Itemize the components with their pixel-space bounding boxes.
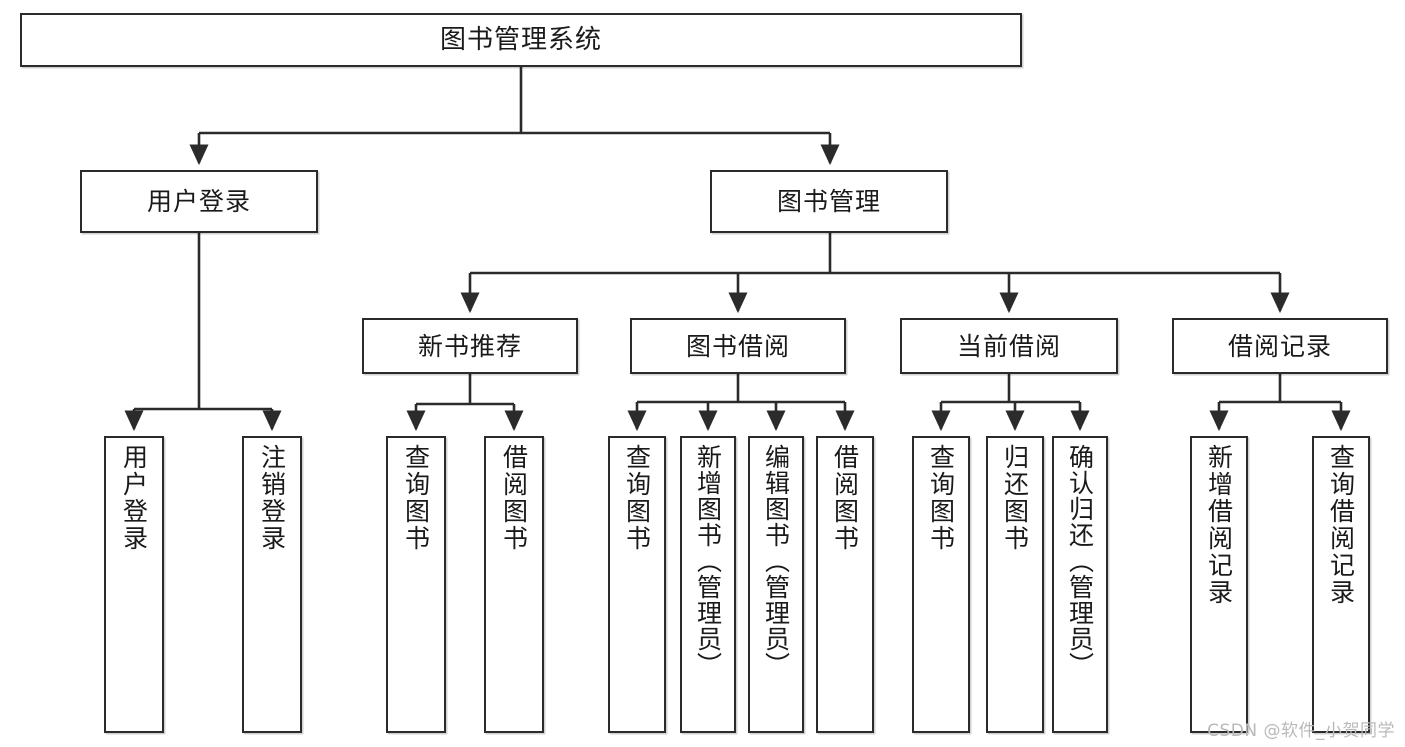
leaf-query-book-bb[interactable]: 查询图书: [608, 436, 666, 733]
node-label: 查询借阅记录: [1326, 444, 1356, 606]
node-root-book-management-system[interactable]: 图书管理系统: [20, 13, 1022, 67]
leaf-user-login[interactable]: 用户登录: [104, 436, 164, 733]
node-borrowing-record[interactable]: 借阅记录: [1172, 318, 1388, 374]
node-label: 新增图书（管理员）: [693, 444, 723, 678]
node-label: 查询图书: [401, 444, 431, 552]
node-book-management[interactable]: 图书管理: [710, 170, 948, 233]
node-label: 当前借阅: [956, 331, 1061, 361]
node-label: 图书管理系统: [439, 24, 602, 55]
node-label: 归还图书: [1000, 444, 1030, 552]
leaf-add-record[interactable]: 新增借阅记录: [1190, 436, 1248, 733]
leaf-add-book[interactable]: 新增图书（管理员）: [680, 436, 736, 733]
leaf-confirm-return[interactable]: 确认归还（管理员）: [1052, 436, 1108, 733]
leaf-logout[interactable]: 注销登录: [242, 436, 302, 733]
node-label: 查询图书: [622, 444, 652, 552]
node-label: 新增借阅记录: [1204, 444, 1234, 606]
node-current-borrowing[interactable]: 当前借阅: [900, 318, 1118, 374]
node-user-login[interactable]: 用户登录: [80, 170, 318, 233]
leaf-query-book-nb[interactable]: 查询图书: [386, 436, 446, 733]
leaf-borrow-book-bb[interactable]: 借阅图书: [816, 436, 874, 733]
node-label: 借阅记录: [1227, 331, 1332, 361]
node-label: 用户登录: [119, 444, 149, 552]
node-new-book-recommendation[interactable]: 新书推荐: [362, 318, 578, 374]
node-label: 用户登录: [146, 187, 251, 216]
node-label: 注销登录: [257, 444, 287, 552]
node-label: 图书借阅: [685, 331, 790, 361]
node-label: 图书管理: [776, 187, 881, 216]
leaf-borrow-book-nb[interactable]: 借阅图书: [484, 436, 544, 733]
node-book-borrowing[interactable]: 图书借阅: [630, 318, 846, 374]
node-label: 确认归还（管理员）: [1065, 444, 1095, 678]
leaf-query-record[interactable]: 查询借阅记录: [1312, 436, 1370, 733]
watermark-text: CSDN @软件_小贺同学: [1207, 721, 1395, 741]
node-label: 新书推荐: [417, 331, 522, 361]
node-label: 借阅图书: [499, 444, 529, 552]
node-label: 借阅图书: [830, 444, 860, 552]
node-label: 编辑图书（管理员）: [761, 444, 791, 678]
leaf-edit-book[interactable]: 编辑图书（管理员）: [748, 436, 804, 733]
node-label: 查询图书: [926, 444, 956, 552]
leaf-query-book-cb[interactable]: 查询图书: [912, 436, 970, 733]
leaf-return-book[interactable]: 归还图书: [986, 436, 1044, 733]
